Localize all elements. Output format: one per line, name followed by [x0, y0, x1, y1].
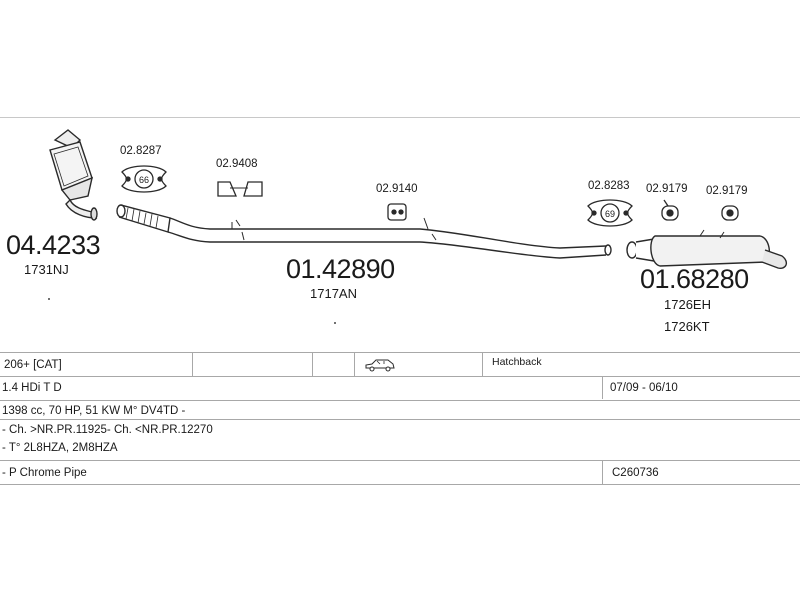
exhaust-diagram: 66 69 04.4233 1731NJ 01.42890 1717AN 01.… — [0, 117, 800, 334]
diagram-drawing: 66 69 — [49, 129, 788, 270]
spec-cell: 1398 cc, 70 HP, 51 KW M° DV4TD - — [2, 404, 186, 417]
clamp-number: 02.9408 — [216, 158, 258, 170]
middle-pipe-code: 1717AN — [310, 286, 357, 301]
hanger-a-number: 02.9140 — [376, 183, 418, 195]
table-row: - T° 2L8HZA, 2M8HZA — [0, 438, 800, 458]
engine-cell: 1.4 HDi T D — [2, 382, 62, 394]
gasket-66-drawing — [121, 165, 167, 193]
table-row: 1.4 HDi T D 07/09 - 06/10 — [0, 376, 800, 399]
pipe-note-cell: - P Chrome Pipe — [2, 467, 87, 479]
type-codes-cell: - T° 2L8HZA, 2M8HZA — [2, 442, 118, 454]
gasket-69-badge: 69 — [605, 209, 615, 219]
table-row: 206+ [CAT] Hatchback — [0, 352, 800, 377]
table-row: 1398 cc, 70 HP, 51 KW M° DV4TD - — [0, 400, 800, 420]
marker-dot — [48, 298, 50, 300]
hanger-b-drawing — [661, 199, 679, 221]
gasket-66-badge: 66 — [139, 175, 149, 185]
top-divider — [0, 117, 800, 118]
gasket-69-number: 02.8283 — [588, 180, 630, 192]
rear-silencer-code: 1726EH — [664, 297, 711, 312]
hanger-b-number: 02.9179 — [646, 183, 688, 195]
table-row: - Ch. >NR.PR.11925- Ch. <NR.PR.12270 — [0, 419, 800, 439]
marker-dot — [334, 322, 336, 324]
date-range-cell: 07/09 - 06/10 — [610, 382, 678, 394]
middle-pipe-number: 01.42890 — [286, 254, 395, 284]
table-bottom-rule — [0, 484, 800, 486]
body-type-cell: Hatchback — [492, 356, 542, 368]
hanger-c-number: 02.9179 — [706, 185, 748, 197]
catalyst-code: 1731NJ — [24, 262, 69, 277]
chassis-cell: - Ch. >NR.PR.11925- Ch. <NR.PR.12270 — [2, 423, 213, 436]
gasket-66-number: 02.8287 — [120, 145, 162, 157]
clamp-drawing — [217, 181, 263, 197]
rear-silencer-drawing — [626, 229, 788, 270]
ref-cell: C260736 — [612, 467, 659, 479]
hanger-a-drawing — [387, 203, 407, 221]
rear-silencer-number: 01.68280 — [640, 264, 749, 294]
model-cell: 206+ [CAT] — [4, 359, 62, 371]
catalyst-number: 04.4233 — [6, 230, 101, 260]
catalyst-drawing — [49, 129, 98, 221]
car-icon — [364, 353, 396, 377]
rear-silencer-code-2: 1726KT — [664, 319, 710, 334]
table-row: - P Chrome Pipe C260736 — [0, 460, 800, 485]
middle-pipe-drawing — [116, 204, 612, 259]
hanger-c-drawing — [721, 205, 739, 221]
gasket-69-drawing — [587, 199, 633, 227]
